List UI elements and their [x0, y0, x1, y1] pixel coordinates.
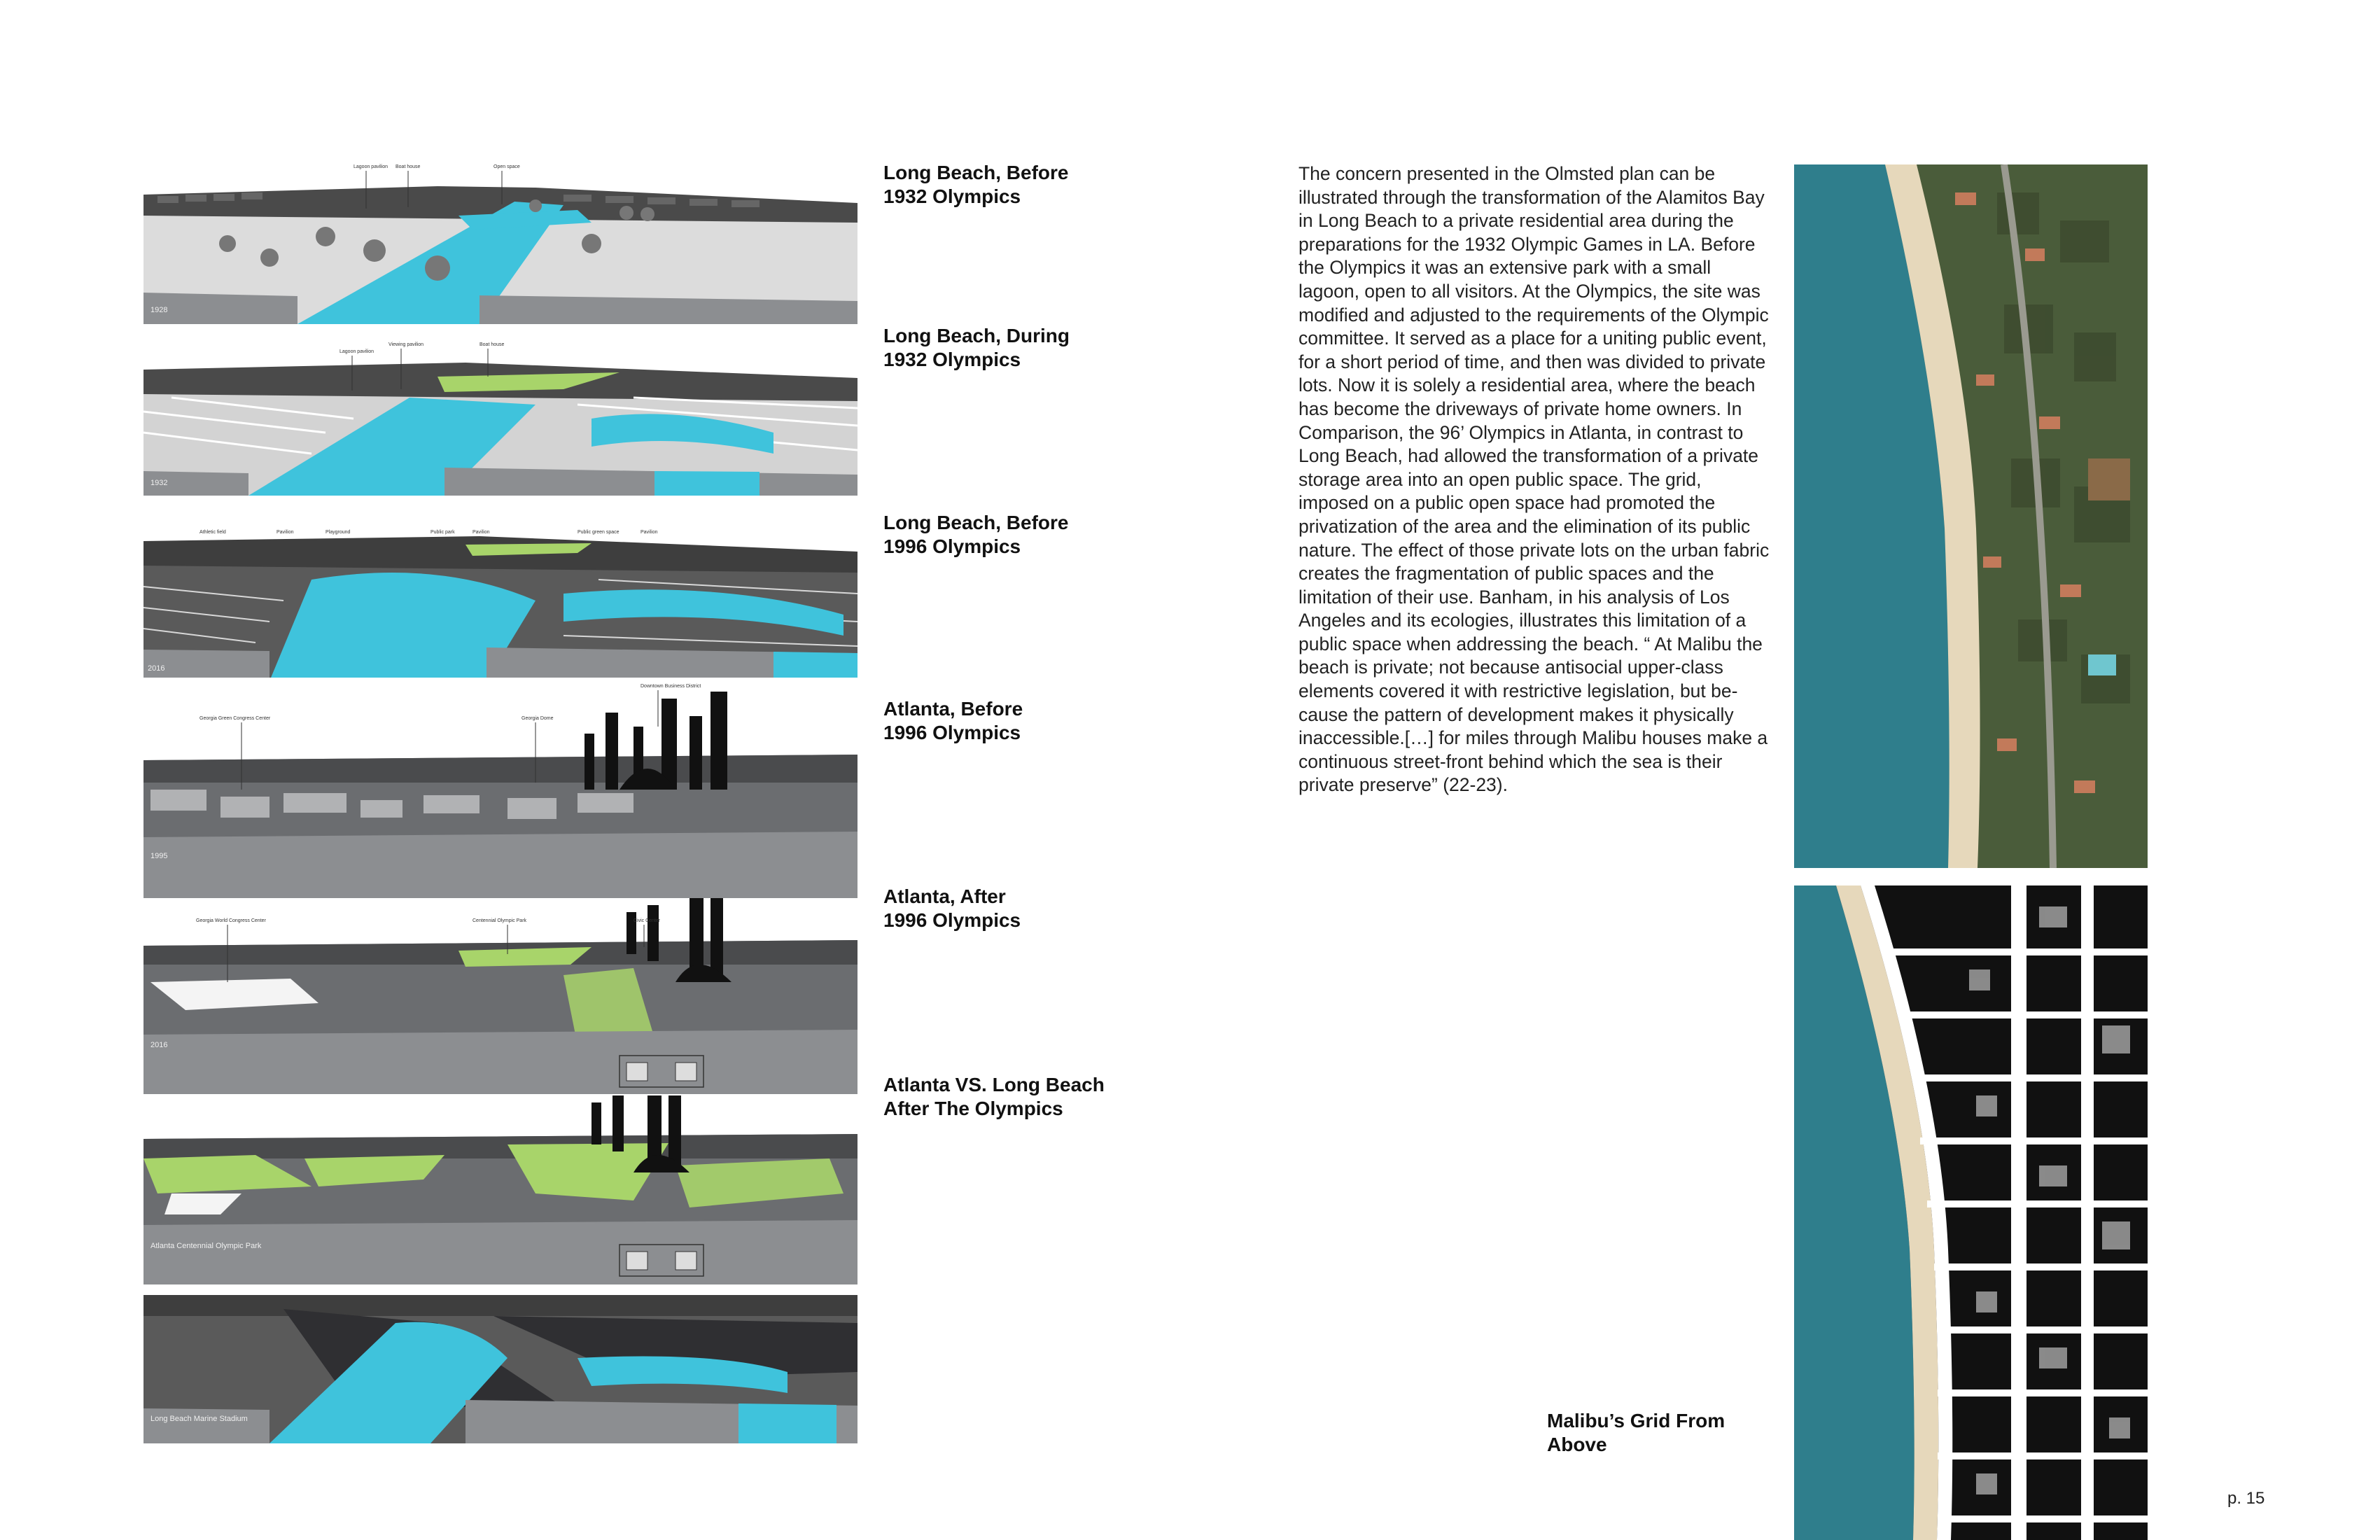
- caption-line: After The Olympics: [883, 1098, 1063, 1119]
- section-illustration: 1932 Lagoon pavilion Viewing pavilion Bo…: [144, 328, 858, 496]
- caption-line: Long Beach, During: [883, 325, 1070, 346]
- panel-year-label: 2016: [150, 1041, 167, 1049]
- malibu-grid-caption: Malibu’s Grid From Above: [1547, 1409, 1778, 1457]
- panel-year-label: Long Beach Marine Stadium: [150, 1415, 248, 1423]
- callout-label: Pavilion: [276, 530, 294, 535]
- section-illustration: 1995 Georgia Green Congress Center Georg…: [144, 678, 858, 898]
- caption-atlanta-after-1996: Atlanta, After 1996 Olympics: [883, 885, 1177, 932]
- panel-year-label: Atlanta Centennial Olympic Park: [150, 1242, 262, 1250]
- panel-year-label: 2016: [148, 664, 164, 673]
- callout-label: Viewing pavilion: [388, 342, 424, 347]
- grid-diagram-image: [1794, 886, 2148, 1540]
- callout-label: Georgia World Congress Center: [196, 918, 267, 923]
- caption-line: 1932 Olympics: [883, 186, 1021, 207]
- malibu-grid-diagram: [1794, 886, 2148, 1540]
- caption-line: Atlanta, Before: [883, 698, 1023, 720]
- callout-label: Pavilion: [472, 530, 490, 535]
- panel-long-beach-during-1932: 1932 Lagoon pavilion Viewing pavilion Bo…: [144, 328, 858, 496]
- malibu-aerial-photo: [1794, 164, 2148, 868]
- panel-atlanta-before-1996: 1995 Georgia Green Congress Center Georg…: [144, 678, 858, 898]
- panel-atlanta-centennial-park: Atlanta Centennial Olympic Park: [144, 1096, 858, 1284]
- caption-line: Atlanta, After: [883, 886, 1006, 907]
- panel-long-beach-before-1932: 1928 Lagoon pavilion Boat house Open spa…: [144, 146, 858, 324]
- page-number: p. 15: [2227, 1489, 2265, 1508]
- callout-label: Boat house: [479, 342, 505, 347]
- section-illustration: 1928 Lagoon pavilion Boat house Open spa…: [144, 146, 858, 324]
- callout-label: Public green space: [578, 530, 620, 535]
- caption-line: 1996 Olympics: [883, 536, 1021, 557]
- callout-label: Open space: [493, 164, 520, 169]
- panel-year-label: 1995: [150, 852, 167, 860]
- callout-label: Civic Center: [634, 918, 661, 923]
- section-illustration: Atlanta Centennial Olympic Park: [144, 1096, 858, 1284]
- caption-line: 1932 Olympics: [883, 349, 1021, 370]
- caption-long-beach-during-1932: Long Beach, During 1932 Olympics: [883, 324, 1177, 372]
- callout-label: Lagoon pavilion: [340, 349, 374, 354]
- panel-long-beach-before-1996: 2016 Athletic field Pavilion Playground …: [144, 510, 858, 681]
- caption-atlanta-vs-long-beach: Atlanta VS. Long Beach After The Olympic…: [883, 1073, 1177, 1121]
- callout-label: Pavilion: [640, 530, 658, 535]
- caption-long-beach-before-1996: Long Beach, Before 1996 Olympics: [883, 511, 1177, 559]
- panel-long-beach-marine-stadium: Long Beach Marine Stadium: [144, 1295, 858, 1443]
- caption-line: Long Beach, Before: [883, 512, 1069, 533]
- caption-line: 1996 Olympics: [883, 909, 1021, 931]
- callout-label: Georgia Dome: [522, 716, 554, 721]
- caption-line: Long Beach, Before: [883, 162, 1069, 183]
- panel-atlanta-after-1996: 2016 Georgia World Congress Center Cente…: [144, 898, 858, 1094]
- section-illustration: Long Beach Marine Stadium: [144, 1295, 858, 1443]
- callout-label: Downtown Business District: [640, 684, 701, 689]
- section-illustration: 2016 Georgia World Congress Center Cente…: [144, 898, 858, 1094]
- caption-line: 1996 Olympics: [883, 722, 1021, 743]
- caption-line: Atlanta VS. Long Beach: [883, 1074, 1105, 1096]
- callout-label: Athletic field: [200, 530, 226, 535]
- caption-atlanta-before-1996: Atlanta, Before 1996 Olympics: [883, 697, 1177, 745]
- callout-label: Centennial Olympic Park: [472, 918, 527, 923]
- caption-long-beach-before-1932: Long Beach, Before 1932 Olympics: [883, 161, 1177, 209]
- caption-line: Above: [1547, 1434, 1607, 1455]
- callout-label: Boat house: [396, 164, 421, 169]
- callout-label: Lagoon pavilion: [354, 164, 388, 169]
- callout-label: Playground: [326, 530, 351, 535]
- panel-year-label: 1932: [150, 479, 167, 487]
- caption-line: Malibu’s Grid From: [1547, 1410, 1726, 1432]
- body-text: The concern presented in the Olmsted pla…: [1298, 163, 1770, 796]
- aerial-photo-image: [1794, 164, 2148, 868]
- body-paragraph: The concern presented in the Olmsted pla…: [1298, 162, 1774, 797]
- panel-year-label: 1928: [150, 306, 167, 314]
- section-illustration: 2016 Athletic field Pavilion Playground …: [144, 510, 858, 681]
- callout-label: Public park: [430, 530, 455, 535]
- callout-label: Georgia Green Congress Center: [200, 716, 271, 721]
